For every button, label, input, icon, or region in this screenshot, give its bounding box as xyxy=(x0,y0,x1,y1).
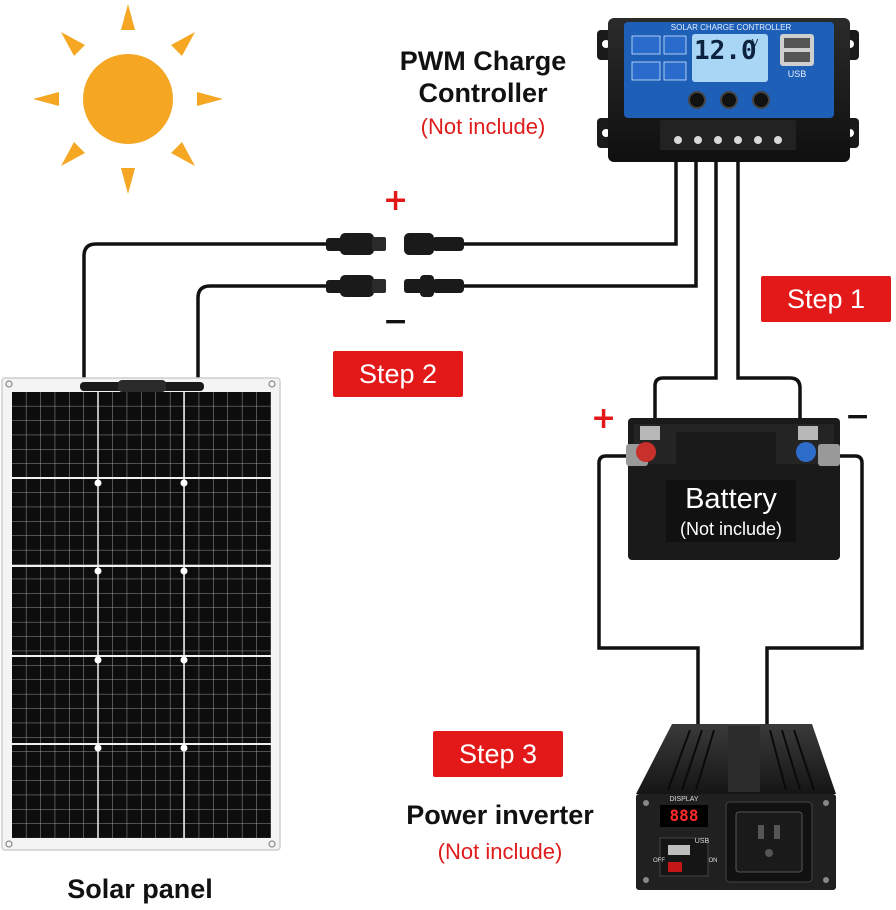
solar-panel-title: Solar panel xyxy=(67,874,213,904)
controller-note: (Not include) xyxy=(420,114,546,139)
sun-icon xyxy=(33,4,223,194)
mc4-connector-negative xyxy=(326,275,464,297)
step-2-badge: Step 2 xyxy=(333,351,463,397)
solar-panel xyxy=(1,377,281,851)
charge-controller xyxy=(597,18,859,162)
inverter-usb-label: USB xyxy=(694,838,710,845)
mc4-negative-sign: − xyxy=(383,304,409,339)
controller-lcd-unit: V xyxy=(751,38,759,49)
controller-lcd-value: 12.0 xyxy=(694,36,757,66)
battery-negative-sign: − xyxy=(845,399,871,434)
controller-title-line2: Controller xyxy=(418,78,548,108)
inverter-on-label: ON xyxy=(708,858,718,864)
wires xyxy=(82,158,864,725)
inverter-note: (Not include) xyxy=(437,839,563,864)
battery-positive-sign: + xyxy=(591,401,617,436)
mc4-connector-positive xyxy=(326,233,464,255)
controller-header: SOLAR CHARGE CONTROLLER xyxy=(670,23,792,32)
power-inverter xyxy=(636,724,836,890)
battery xyxy=(626,418,840,560)
controller-title-line1: PWM Charge xyxy=(399,46,567,76)
mc4-positive-sign: + xyxy=(383,183,409,218)
battery-note: (Not include) xyxy=(679,519,783,539)
battery-title: Battery xyxy=(685,483,777,515)
inverter-off-label: OFF xyxy=(653,858,665,864)
inverter-display-value: 888 xyxy=(669,806,699,825)
inverter-title: Power inverter xyxy=(406,800,594,830)
step-1-badge: Step 1 xyxy=(761,276,891,322)
step-3-badge: Step 3 xyxy=(433,731,563,777)
inverter-display-label: DISPLAY xyxy=(669,796,699,803)
controller-usb-label: USB xyxy=(787,69,807,79)
